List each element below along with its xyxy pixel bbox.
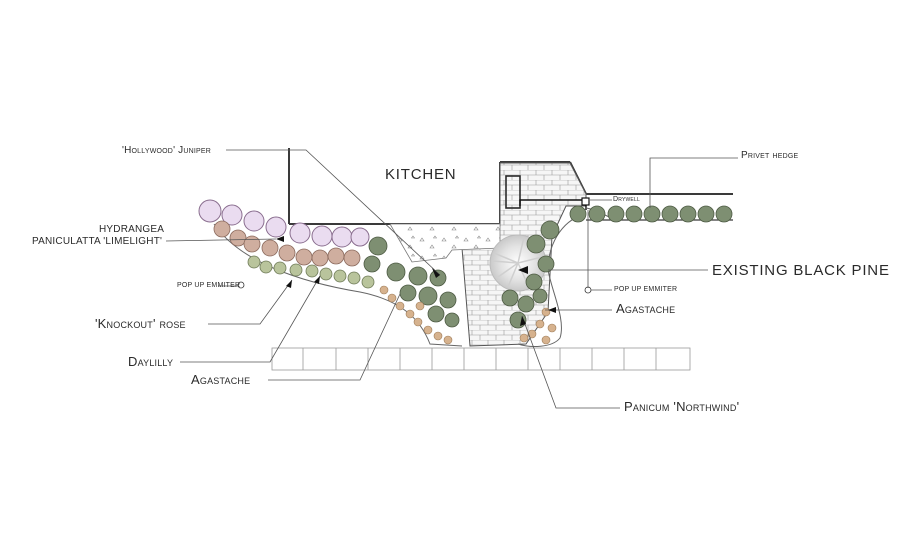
emitter-left	[237, 281, 245, 289]
label-daylilly: Daylilly	[128, 354, 174, 369]
label-pop-up-emitter-right: POP UP EMMITER	[614, 286, 678, 293]
shrub-group	[363, 236, 460, 328]
label-existing-black-pine: EXISTING BLACK PINE	[712, 262, 890, 279]
rose-group	[247, 255, 375, 289]
label-drywell: Drywell	[613, 196, 640, 203]
daylily-group	[379, 285, 453, 345]
label-privet-hedge: Privet hedge	[741, 150, 799, 161]
label-agastache-left: Agastache	[191, 372, 251, 387]
door-outline	[505, 175, 521, 209]
leader-lines	[165, 149, 738, 409]
label-hollywood-juniper: 'Hollywood' Juniper	[122, 145, 211, 156]
label-panicum: Panicum 'Northwind'	[624, 399, 740, 414]
label-hydrangea-line2: PANICULATTA 'LIMELIGHT'	[32, 236, 163, 247]
label-hydrangea-line1: HYDRANGEA	[99, 224, 165, 235]
label-pop-up-emitter-left: POP UP EMMITER	[177, 282, 241, 289]
privet-hedge	[569, 205, 733, 223]
gravel-patio	[389, 223, 501, 263]
arrowheads	[276, 236, 556, 326]
label-knockout-rose: 'Knockout' rose	[95, 316, 186, 331]
hydrangea-group	[213, 220, 361, 267]
drywell-marker	[581, 197, 590, 206]
kitchen-label: KITCHEN	[385, 166, 457, 183]
juniper-group	[198, 199, 370, 248]
paver-strip	[271, 347, 691, 371]
label-agastache-right: Agastache	[616, 301, 676, 316]
